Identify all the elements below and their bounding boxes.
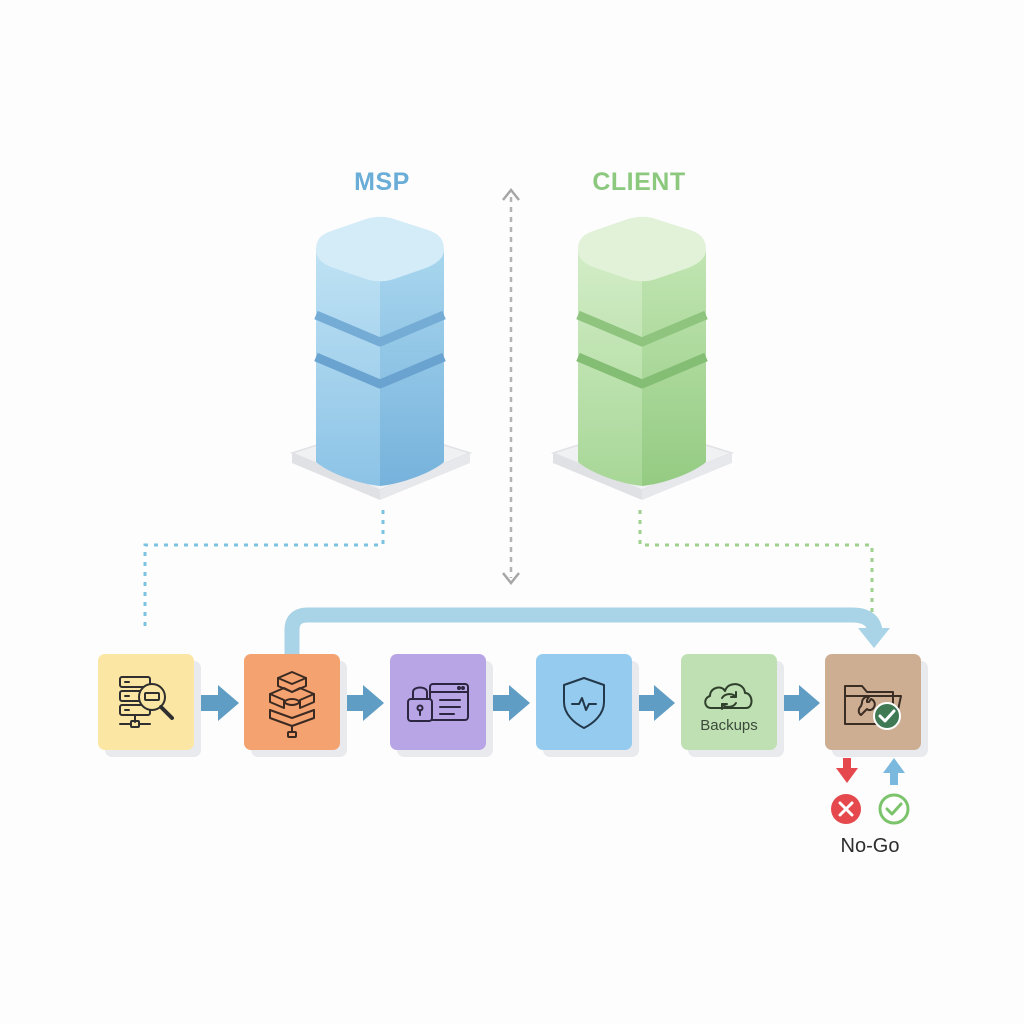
msp-server-tower [289,216,473,500]
feedback-loop-arrow [284,607,890,654]
folder-check-icon [844,685,902,730]
step-infrastructure [244,654,340,750]
flow-arrow-1 [199,685,239,721]
step-validation [825,654,921,750]
cloud-sync-icon [704,683,753,710]
server-stack-icon [269,671,315,738]
flow-arrow-5 [780,685,820,721]
server-search-icon [119,676,174,728]
go-check-icon [878,793,910,825]
flow-arrow-3 [490,685,530,721]
step-access [390,654,486,750]
shield-icon [563,677,605,729]
step-backups: Backups [681,654,777,750]
client-server-tower [550,216,735,500]
step-security [536,654,632,750]
no-go-x-icon [831,794,861,824]
go-arrow-up [883,758,905,785]
msp-connector-line [143,510,385,632]
no-go-arrow-down [836,758,858,783]
msp-label: MSP [354,168,410,196]
flow-arrow-2 [344,685,384,721]
step-discovery [98,654,194,750]
client-label: CLIENT [592,168,686,196]
flow-arrow-4 [635,685,675,721]
backups-label: Backups [700,717,758,734]
lock-window-icon [407,683,469,722]
client-connector-line [638,510,874,612]
no-go-label: No-Go [840,835,900,857]
